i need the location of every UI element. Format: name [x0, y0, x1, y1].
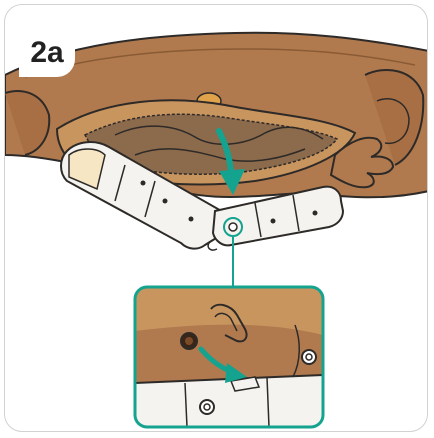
detail-inset — [135, 287, 323, 427]
pin-icon — [229, 223, 237, 231]
step-label: 2a — [19, 29, 75, 77]
bolt-icon — [200, 400, 214, 414]
instruction-card: 2a — [4, 4, 428, 432]
